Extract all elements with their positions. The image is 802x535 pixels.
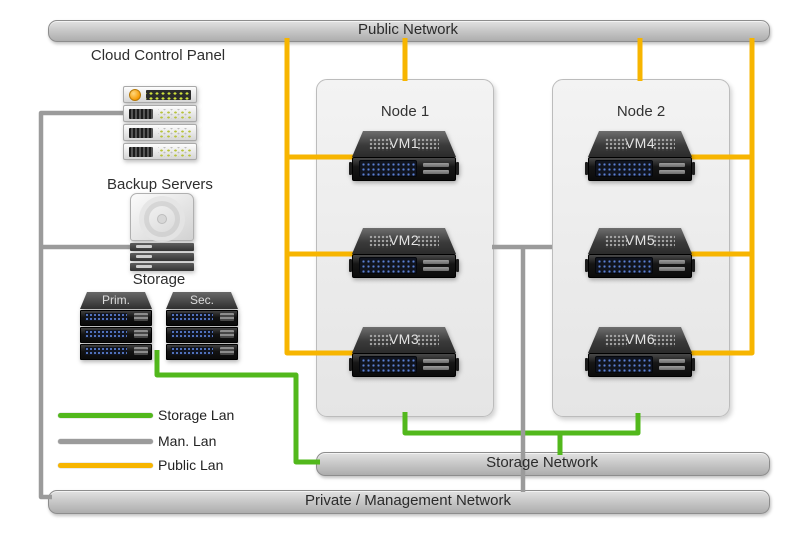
server-tray-icon <box>130 253 194 261</box>
storage-primary-stack-icon: Prim. <box>80 292 152 360</box>
public-lan-swatch <box>58 462 153 468</box>
vm-chassis-icon <box>585 254 695 278</box>
drive-bay-icon <box>423 357 449 372</box>
vm-chassis-icon <box>349 157 459 181</box>
vm4-label: VM4 <box>588 131 692 157</box>
vm6-server-icon: VM6 <box>585 327 695 377</box>
legend-label: Public Lan <box>158 457 224 473</box>
legend-item-public-lan: Public Lan <box>58 457 224 473</box>
server-tray-icon <box>130 243 194 251</box>
led-panel-icon <box>146 89 191 100</box>
vm2-label: VM2 <box>352 228 456 254</box>
disk-enclosure-icon <box>130 193 194 241</box>
vent-icon <box>129 127 153 138</box>
backup-servers-label: Backup Servers <box>107 176 213 193</box>
storage-network-bar <box>316 452 770 476</box>
legend-item-man-lan: Man. Lan <box>58 433 217 449</box>
vm3-label: VM3 <box>352 327 456 353</box>
vm4-server-icon: VM4 <box>585 131 695 181</box>
public-network-bar <box>48 20 770 42</box>
cloud-control-panel-icon <box>123 86 197 162</box>
led-panel-icon <box>596 258 652 273</box>
legend-label: Man. Lan <box>158 433 217 449</box>
vm3-server-icon: VM3 <box>349 327 459 377</box>
backup-servers-icon <box>130 193 194 271</box>
led-panel-icon <box>596 357 652 372</box>
vent-icon <box>129 108 153 119</box>
vm5-server-icon: VM5 <box>585 228 695 278</box>
vm2-server-icon: VM2 <box>349 228 459 278</box>
led-panel-icon <box>360 258 416 273</box>
legend-label: Storage Lan <box>158 407 235 423</box>
led-panel-icon <box>158 127 191 138</box>
storage-secondary-label: Sec. <box>166 292 238 309</box>
drive-bay-icon <box>659 161 685 176</box>
vent-icon <box>129 146 153 157</box>
drive-bay-icon <box>423 161 449 176</box>
storage-unit-icon <box>166 327 238 343</box>
vm-chassis-icon <box>349 353 459 377</box>
storage-unit-icon <box>166 310 238 326</box>
storage-lan-swatch <box>58 412 153 418</box>
storage-secondary-stack-icon: Sec. <box>166 292 238 360</box>
server-unit-icon <box>123 105 197 122</box>
server-unit-icon <box>123 124 197 141</box>
node-1-title: Node 1 <box>380 103 430 120</box>
server-unit-icon <box>123 143 197 160</box>
drive-bay-icon <box>423 258 449 273</box>
vm5-label: VM5 <box>588 228 692 254</box>
server-unit-icon <box>123 86 197 103</box>
drive-bay-icon <box>659 258 685 273</box>
power-led-icon <box>129 88 141 101</box>
man-lan-swatch <box>58 438 153 444</box>
storage-unit-icon <box>80 310 152 326</box>
storage-unit-icon <box>80 327 152 343</box>
storage-primary-label: Prim. <box>80 292 152 309</box>
led-panel-icon <box>360 357 416 372</box>
storage-unit-icon <box>80 344 152 360</box>
led-panel-icon <box>158 108 191 119</box>
legend-item-storage-lan: Storage Lan <box>58 407 235 423</box>
server-tray-icon <box>130 263 194 271</box>
vm-chassis-icon <box>585 157 695 181</box>
vm1-label: VM1 <box>352 131 456 157</box>
node-2-title: Node 2 <box>616 103 666 120</box>
led-panel-icon <box>158 146 191 157</box>
vm-chassis-icon <box>585 353 695 377</box>
vm1-server-icon: VM1 <box>349 131 459 181</box>
storage-label: Storage <box>132 271 186 288</box>
led-panel-icon <box>360 161 416 176</box>
vm6-label: VM6 <box>588 327 692 353</box>
led-panel-icon <box>596 161 652 176</box>
cloud-control-panel-label: Cloud Control Panel <box>90 47 226 64</box>
vm-chassis-icon <box>349 254 459 278</box>
private-management-network-bar <box>48 490 770 514</box>
storage-unit-icon <box>166 344 238 360</box>
drive-bay-icon <box>659 357 685 372</box>
